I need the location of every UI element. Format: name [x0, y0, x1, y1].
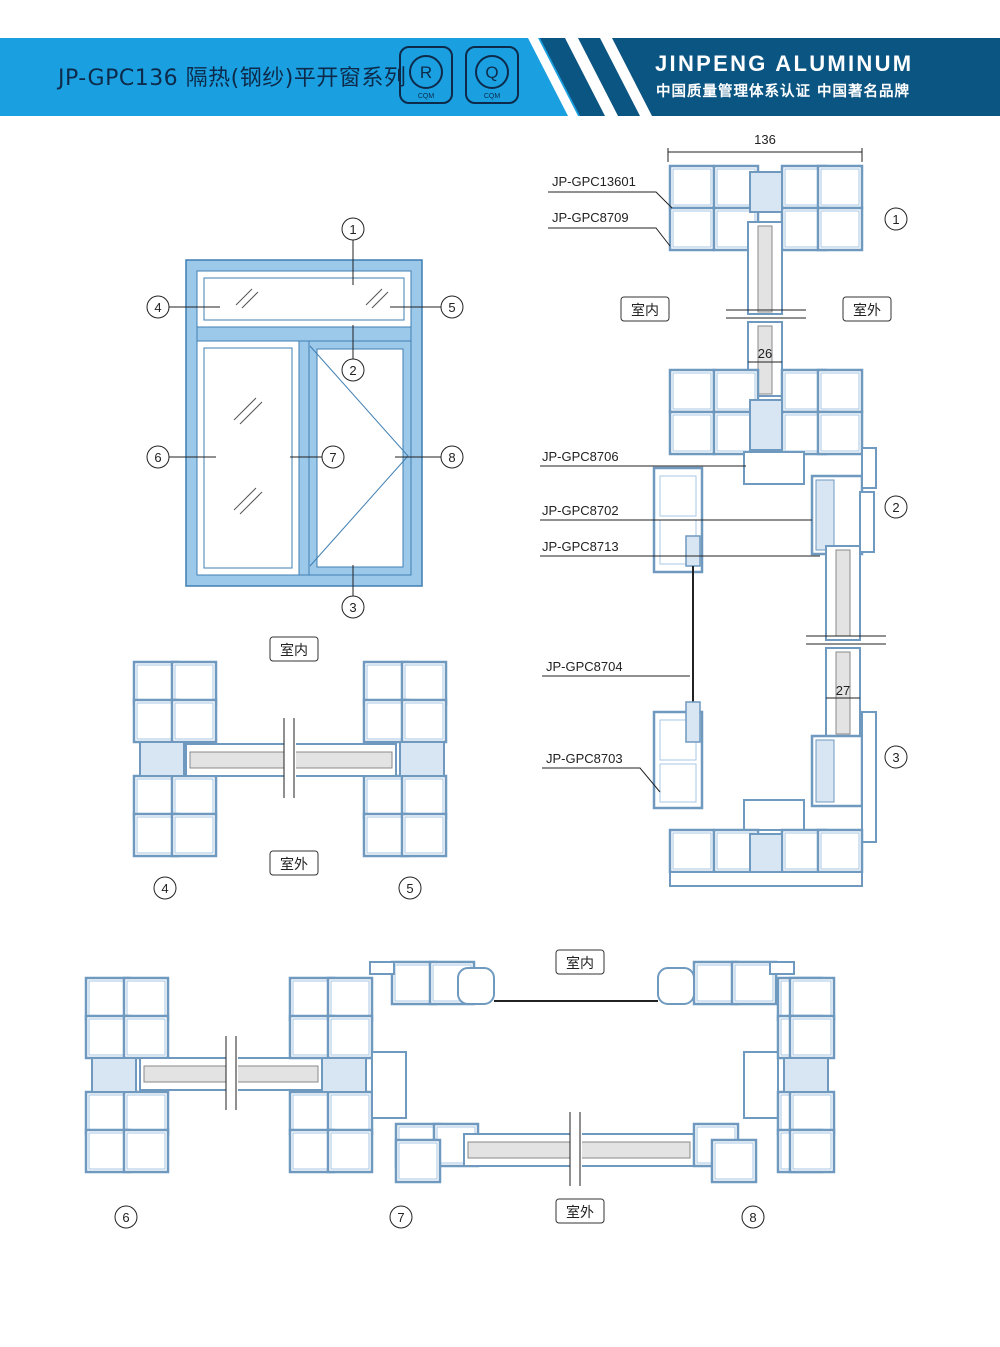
svg-text:室外: 室外: [280, 856, 308, 873]
svg-text:4: 4: [154, 300, 161, 315]
right-frame-profile-5: [362, 660, 448, 858]
svg-text:7: 7: [397, 1210, 404, 1225]
marker-2: 2: [884, 495, 908, 519]
sash-top-right-8: [657, 960, 795, 1006]
glass-strip-horizontal: [185, 718, 397, 798]
left-frame-profile-4: [132, 660, 218, 858]
svg-text:1: 1: [892, 212, 899, 227]
svg-text:4: 4: [161, 881, 168, 896]
right-frame-profile-8: [776, 976, 836, 1174]
marker-6: 6: [146, 445, 170, 469]
glass-strip-6: [139, 1036, 323, 1110]
indoor-label-mid: 室内: [269, 636, 319, 662]
marker-5: 5: [440, 295, 464, 319]
marker-8: 8: [741, 1205, 765, 1229]
horizontal-section-4-5: 室内 室外 4 5: [132, 636, 448, 900]
label-jp-gpc8709: JP-GPC8709: [552, 210, 629, 225]
horizontal-section-6-7-8: 室内 室外 6 7 8: [84, 949, 836, 1229]
brand-name: JINPENG ALUMINUM: [655, 51, 914, 76]
sash-bottom-8: [692, 1051, 779, 1184]
marker-6: 6: [114, 1205, 138, 1229]
svg-text:6: 6: [154, 450, 161, 465]
marker-7: 7: [321, 445, 345, 469]
svg-text:室内: 室内: [280, 642, 308, 659]
indoor-label-bottom: 室内: [555, 949, 605, 975]
part-labels: JP-GPC13601 JP-GPC8709 JP-GPC8706 JP-GPC…: [542, 174, 636, 766]
svg-text:室内: 室内: [566, 955, 594, 972]
header-banner: R CQM Q CQM: [0, 38, 1000, 116]
marker-1: 1: [341, 217, 365, 241]
top-frame-profile: [668, 164, 864, 252]
svg-text:Q: Q: [485, 63, 498, 82]
marker-2: 2: [341, 358, 365, 382]
cqm-r-badge: R CQM: [399, 46, 453, 104]
marker-8: 8: [440, 445, 464, 469]
svg-text:3: 3: [892, 750, 899, 765]
transom-profile: [668, 368, 864, 485]
svg-text:6: 6: [122, 1210, 129, 1225]
label-jp-gpc8713: JP-GPC8713: [542, 539, 619, 554]
svg-text:室外: 室外: [566, 1204, 594, 1221]
header-dark-band: [540, 38, 1000, 116]
svg-text:7: 7: [329, 450, 336, 465]
glass-strip-8: [463, 1112, 695, 1186]
mullion-bar: [298, 340, 310, 576]
section-markers-right: 1 2 3: [884, 207, 908, 769]
elevation-markers: 1 2 3 4 5 6 7 8: [146, 217, 464, 619]
svg-text:1: 1: [349, 222, 356, 237]
sash-top-left-7: [369, 960, 495, 1006]
marker-7: 7: [389, 1205, 413, 1229]
label-jp-gpc8704: JP-GPC8704: [546, 659, 623, 674]
svg-text:CQM: CQM: [418, 93, 435, 100]
svg-text:2: 2: [892, 500, 899, 515]
dimension-136: 136: [754, 132, 776, 147]
svg-text:3: 3: [349, 600, 356, 615]
glass-hatch: [233, 288, 389, 515]
svg-text:R: R: [420, 63, 432, 82]
indoor-label-right: 室内: [620, 296, 670, 322]
header-stripe: [565, 38, 618, 116]
page-title: JP-GPC136 隔热(钢纱)平开窗系列: [58, 66, 407, 91]
opening-indicator: [309, 345, 409, 567]
brand-subtitle: 中国质量管理体系认证 中国著名品牌: [656, 84, 911, 100]
svg-text:室外: 室外: [853, 302, 881, 319]
outdoor-label-mid: 室外: [269, 850, 319, 876]
outdoor-label-right: 室外: [842, 296, 892, 322]
svg-text:8: 8: [448, 450, 455, 465]
outdoor-label-bottom: 室外: [555, 1198, 605, 1224]
marker-4: 4: [146, 295, 170, 319]
glass-strip-lower: [806, 545, 886, 739]
label-jp-gpc8703: JP-GPC8703: [546, 751, 623, 766]
marker-3: 3: [341, 595, 365, 619]
left-frame-profile-6: [84, 976, 170, 1174]
dimension-27: 27: [836, 683, 850, 698]
label-jp-gpc8702: JP-GPC8702: [542, 503, 619, 518]
svg-text:室内: 室内: [631, 302, 659, 319]
marker-3: 3: [884, 745, 908, 769]
bottom-frame-profile: [668, 799, 864, 887]
header-stripe: [600, 38, 652, 116]
svg-text:CQM: CQM: [484, 93, 501, 100]
sash-lower-profiles: [652, 701, 877, 843]
dimension-26: 26: [758, 346, 772, 361]
cqm-q-badge: Q CQM: [465, 46, 519, 104]
vertical-section: 136 26: [540, 132, 908, 887]
svg-text:5: 5: [406, 881, 413, 896]
transom-bar: [196, 326, 412, 342]
glass-strip-upper: [726, 221, 806, 397]
svg-text:2: 2: [349, 363, 356, 378]
marker-4: 4: [153, 876, 177, 900]
marker-1: 1: [884, 207, 908, 231]
mullion-profile-7: [288, 976, 407, 1174]
marker-5: 5: [398, 876, 422, 900]
svg-text:8: 8: [749, 1210, 756, 1225]
header-stripe: [528, 38, 578, 116]
svg-text:5: 5: [448, 300, 455, 315]
window-elevation: 1 2 3 4 5 6 7 8: [146, 217, 464, 619]
label-jp-gpc8706: JP-GPC8706: [542, 449, 619, 464]
label-jp-gpc13601: JP-GPC13601: [552, 174, 636, 189]
